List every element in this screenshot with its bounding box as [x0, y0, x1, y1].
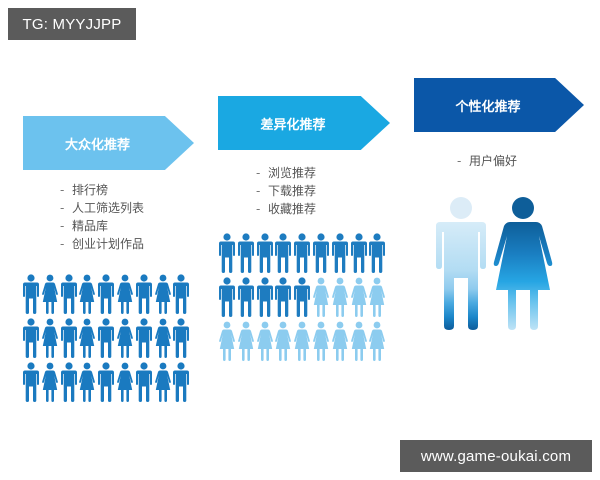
woman-icon	[313, 321, 329, 361]
woman-icon	[41, 274, 58, 314]
woman-icon	[117, 362, 133, 402]
woman-icon	[117, 318, 133, 358]
woman-icon	[79, 362, 96, 402]
man-icon	[312, 233, 329, 273]
man-icon	[98, 362, 115, 402]
stage-arrow-differentiated-recommendation: 差异化推荐	[218, 96, 390, 150]
man-icon	[275, 277, 292, 317]
people-grid-mass	[22, 274, 191, 406]
man-icon	[350, 233, 367, 273]
list-item: 精品库	[60, 217, 144, 235]
list-item: 创业计划作品	[60, 235, 144, 253]
man-icon	[369, 233, 386, 273]
man-icon	[98, 274, 115, 314]
woman-icon	[219, 321, 235, 361]
stage-title: 差异化推荐	[260, 117, 326, 133]
woman-icon	[350, 277, 367, 317]
watermark-top-left: TG: MYYJJPP	[8, 8, 136, 40]
woman-icon	[369, 277, 386, 317]
man-icon	[237, 277, 254, 317]
woman-icon	[256, 321, 273, 361]
watermark-bottom-right: www.game-oukai.com	[400, 440, 592, 472]
stage-title: 大众化推荐	[64, 137, 130, 153]
man-icon	[294, 233, 311, 273]
man-icon	[135, 274, 152, 314]
man-icon	[60, 274, 77, 314]
man-icon	[256, 233, 273, 273]
woman-icon	[275, 321, 292, 361]
list-item: 浏览推荐	[256, 164, 316, 182]
man-icon	[135, 362, 152, 402]
large-man-icon	[436, 197, 486, 330]
man-icon	[256, 277, 273, 317]
woman-icon	[154, 274, 171, 314]
woman-icon	[350, 321, 367, 361]
woman-icon	[79, 274, 96, 314]
list-item: 下载推荐	[256, 182, 316, 200]
man-icon	[60, 318, 77, 358]
man-icon	[23, 318, 39, 358]
man-icon	[23, 362, 39, 402]
stage-3-items: 用户偏好	[457, 152, 517, 170]
man-icon	[23, 274, 39, 314]
woman-icon	[369, 321, 386, 361]
stage-title: 个性化推荐	[455, 99, 521, 115]
woman-icon	[41, 318, 58, 358]
woman-icon	[117, 274, 133, 314]
man-icon	[237, 233, 254, 273]
man-icon	[98, 318, 115, 358]
list-item: 人工筛选列表	[60, 199, 144, 217]
woman-icon	[313, 277, 329, 317]
woman-icon	[154, 318, 171, 358]
woman-icon	[154, 362, 171, 402]
list-item: 收藏推荐	[256, 200, 316, 218]
man-icon	[173, 274, 190, 314]
stage-2-items: 浏览推荐 下载推荐 收藏推荐	[256, 164, 316, 218]
woman-icon	[79, 318, 96, 358]
stage-arrow-personalized-recommendation: 个性化推荐	[414, 78, 584, 132]
woman-icon	[331, 321, 348, 361]
woman-icon	[294, 321, 311, 361]
list-item: 用户偏好	[457, 152, 517, 170]
man-icon	[331, 233, 348, 273]
woman-icon	[331, 277, 348, 317]
man-icon	[135, 318, 152, 358]
man-icon	[275, 233, 292, 273]
man-icon	[294, 277, 311, 317]
large-woman-icon	[493, 197, 553, 330]
man-icon	[173, 362, 190, 402]
list-item: 排行榜	[60, 181, 144, 199]
man-icon	[219, 277, 235, 317]
woman-icon	[237, 321, 254, 361]
stage-1-items: 排行榜 人工筛选列表 精品库 创业计划作品	[60, 181, 144, 253]
man-icon	[60, 362, 77, 402]
man-icon	[173, 318, 190, 358]
man-icon	[219, 233, 235, 273]
stage-arrow-mass-recommendation: 大众化推荐	[23, 116, 194, 170]
woman-icon	[41, 362, 58, 402]
people-grid-differentiated	[218, 233, 387, 365]
